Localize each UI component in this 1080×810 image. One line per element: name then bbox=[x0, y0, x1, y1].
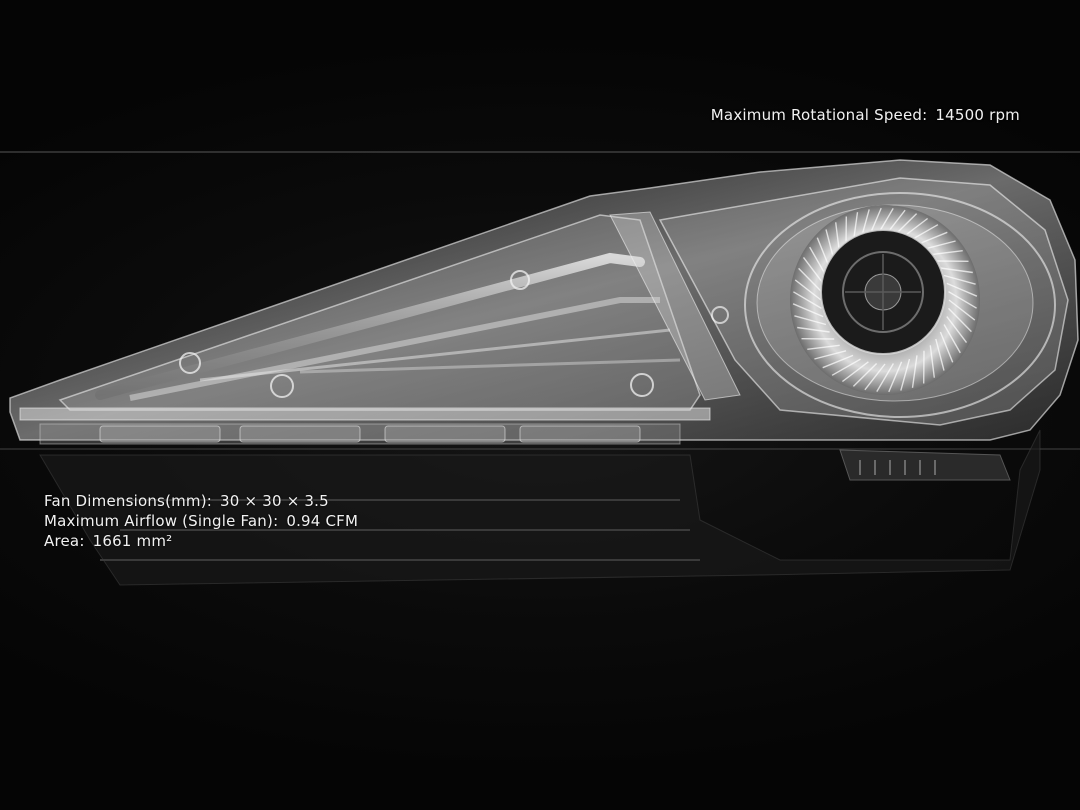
fan-blade bbox=[809, 246, 827, 276]
fan-blade bbox=[822, 354, 854, 369]
fan-blade bbox=[935, 338, 945, 371]
fan-blade bbox=[943, 274, 976, 285]
spec-value: 1661 mm² bbox=[92, 532, 173, 550]
fan-blade bbox=[797, 326, 830, 333]
fan-blade bbox=[911, 355, 918, 388]
fan-blade bbox=[946, 282, 978, 297]
fan-blade bbox=[794, 279, 822, 301]
fan-blade bbox=[948, 307, 972, 333]
fan-blade bbox=[930, 250, 963, 256]
spec-value: 14500 rpm bbox=[935, 106, 1020, 124]
fan-blade bbox=[923, 240, 956, 250]
fan-blade bbox=[916, 231, 948, 246]
spec-label: Fan Dimensions(mm): bbox=[44, 492, 213, 510]
spec-value: 0.94 CFM bbox=[286, 512, 359, 530]
fan-blade bbox=[946, 316, 968, 344]
fan-blade bbox=[943, 324, 961, 354]
fan-blade bbox=[793, 291, 822, 310]
fan-blade bbox=[888, 361, 903, 393]
spec-fan-dimensions: Fan Dimensions(mm): 30 × 30 × 3.5 bbox=[44, 491, 358, 511]
spec-label: Area: bbox=[44, 532, 85, 550]
fan-blade bbox=[852, 363, 878, 387]
fan-blade bbox=[807, 344, 840, 350]
fan-blade bbox=[794, 315, 827, 326]
fan-impeller bbox=[790, 205, 980, 395]
fan-blade bbox=[948, 299, 976, 321]
fan-blade bbox=[792, 303, 824, 318]
fan-blade bbox=[940, 267, 973, 274]
spec-value: 30 × 30 × 3.5 bbox=[220, 492, 329, 510]
fan-blade bbox=[900, 358, 911, 391]
spec-label: Maximum Airflow (Single Fan): bbox=[44, 512, 279, 530]
fan-blade bbox=[802, 256, 824, 284]
fan-blade bbox=[798, 267, 822, 293]
fan-blade bbox=[864, 363, 886, 391]
chassis-shadow bbox=[39, 429, 1041, 586]
fan-blade bbox=[841, 361, 869, 383]
heat-pipe bbox=[95, 252, 645, 400]
spec-rotational-speed: Maximum Rotational Speed: 14500 rpm bbox=[711, 106, 1020, 124]
fan-blade bbox=[876, 363, 895, 392]
spec-list: Fan Dimensions(mm): 30 × 30 × 3.5 Maximum… bbox=[44, 491, 358, 551]
fan-blade bbox=[831, 358, 861, 376]
fan-blade bbox=[814, 350, 847, 360]
spec-area: Area: 1661 mm² bbox=[44, 531, 358, 551]
spec-label: Maximum Rotational Speed: bbox=[710, 106, 928, 124]
fan-blade bbox=[939, 331, 954, 363]
spec-max-airflow: Maximum Airflow (Single Fan): 0.94 CFM bbox=[44, 511, 358, 531]
fan-blade bbox=[929, 345, 935, 378]
fan-blade bbox=[948, 290, 977, 309]
